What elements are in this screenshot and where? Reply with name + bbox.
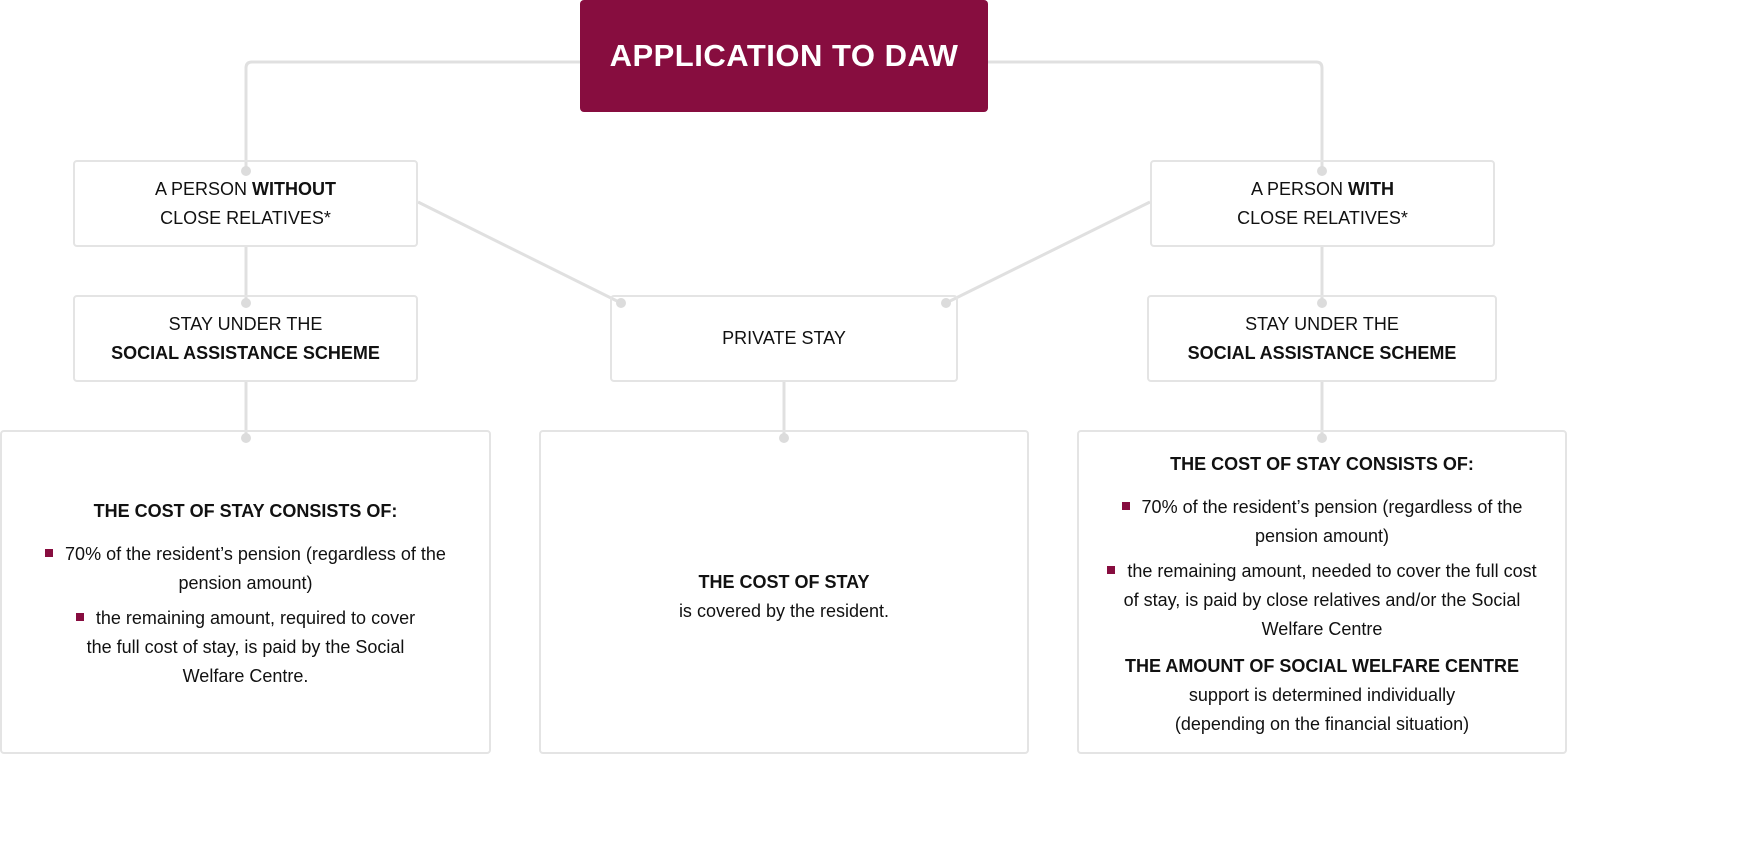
bullet-text: the remaining amount, needed to cover th… <box>1123 561 1537 639</box>
connector-left-diagonal <box>417 200 622 305</box>
person-line1: A PERSON WITHOUT <box>155 175 336 204</box>
right-social-assistance-box: STAY UNDER THE SOCIAL ASSISTANCE SCHEME <box>1147 295 1497 382</box>
node-dot <box>241 298 251 308</box>
cost-heading: THE COST OF STAY <box>698 572 870 592</box>
node-dot <box>241 166 251 176</box>
stay-line1: STAY UNDER THE <box>1245 313 1399 334</box>
node-dot <box>1317 298 1327 308</box>
private-cost-box: THE COST OF STAY is covered by the resid… <box>539 430 1029 754</box>
stay-bold: SOCIAL ASSISTANCE SCHEME <box>1187 342 1457 363</box>
right-cost-box: THE COST OF STAY CONSISTS OF: 70% of the… <box>1077 430 1567 754</box>
person-prefix: A PERSON <box>1250 178 1349 199</box>
bullet-square-icon <box>45 549 54 558</box>
cost-bullet: the remaining amount, needed to cover th… <box>1094 557 1550 644</box>
left-cost-box: THE COST OF STAY CONSISTS OF: 70% of the… <box>0 430 491 754</box>
node-dot <box>616 298 626 308</box>
private-stay-box: PRIVATE STAY <box>610 295 958 382</box>
connector-title-right <box>988 60 1324 171</box>
person-line1: A PERSON WITH <box>1251 175 1394 204</box>
stay-bold: SOCIAL ASSISTANCE SCHEME <box>111 342 380 363</box>
cost-heading: THE COST OF STAY CONSISTS OF: <box>93 501 398 521</box>
person-with-relatives-box: A PERSON WITH CLOSE RELATIVES* <box>1150 160 1495 247</box>
bullet-text: 70% of the resident’s pension (regardles… <box>1141 497 1523 546</box>
person-without-relatives-box: A PERSON WITHOUT CLOSE RELATIVES* <box>73 160 418 247</box>
cost-bullet: the remaining amount, required to cover … <box>58 604 434 691</box>
bullet-square-icon <box>1107 566 1116 575</box>
cost-bullet: 70% of the resident’s pension (regardles… <box>1104 493 1540 551</box>
node-dot <box>1317 433 1327 443</box>
title-box: APPLICATION TO DAW <box>580 0 988 112</box>
private-stay-label: PRIVATE STAY <box>722 328 846 348</box>
left-social-assistance-box: STAY UNDER THE SOCIAL ASSISTANCE SCHEME <box>73 295 418 382</box>
person-line2: CLOSE RELATIVES* <box>160 207 331 228</box>
node-dot <box>1317 166 1327 176</box>
person-bold: WITH <box>1348 178 1394 199</box>
connector-right-diagonal <box>945 200 1151 305</box>
bullet-text: 70% of the resident’s pension (regardles… <box>65 544 446 593</box>
bullet-square-icon <box>1121 502 1130 511</box>
note-text: support is determined individually (depe… <box>1174 685 1470 734</box>
node-dot <box>779 433 789 443</box>
cost-heading: THE COST OF STAY CONSISTS OF: <box>1170 454 1474 474</box>
stay-line1: STAY UNDER THE <box>168 313 323 334</box>
person-prefix: A PERSON <box>154 178 253 199</box>
person-line2: CLOSE RELATIVES* <box>1237 207 1408 228</box>
node-dot <box>941 298 951 308</box>
connector-title-left <box>244 60 580 171</box>
node-dot <box>241 433 251 443</box>
cost-bullet: 70% of the resident’s pension (regardles… <box>23 540 469 598</box>
note-heading: THE AMOUNT OF SOCIAL WELFARE CENTRE <box>1125 656 1519 676</box>
person-bold: WITHOUT <box>252 178 336 199</box>
bullet-text: the remaining amount, required to cover … <box>86 608 416 686</box>
bullet-square-icon <box>75 613 84 622</box>
cost-text: is covered by the resident. <box>678 601 890 621</box>
